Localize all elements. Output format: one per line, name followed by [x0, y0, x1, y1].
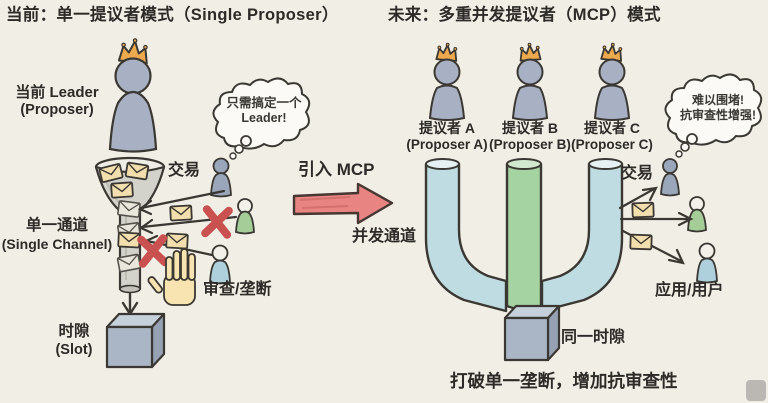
mcp-arrow-label: 引入 MCP: [298, 160, 375, 179]
proposer-b-label: 提议者 B (Proposer B): [489, 120, 571, 153]
slot-cube: [105, 312, 166, 369]
user-blue-left: [209, 244, 231, 285]
single-channel-label: 单一通道 (Single Channel): [1, 217, 113, 252]
tx-arrow-accepted: [137, 189, 226, 216]
envelope-icon: [116, 199, 142, 219]
stop-hand-icon: [147, 248, 196, 306]
bottom-caption: 打破单一垄断，增加抗审查性: [450, 371, 678, 391]
channel-arrow-2: [619, 211, 694, 227]
user-green-left: [235, 198, 255, 235]
funnel: [94, 156, 166, 294]
proposer-b-figure: [511, 41, 549, 121]
thought-right-text: 难以围堵! 抗审查性增强!: [680, 93, 756, 122]
slot-label-left: 时隙 (Slot): [55, 323, 93, 358]
thought-bubble-left: [212, 77, 311, 160]
thought-left-text: 只需搞定一个 Leader!: [226, 96, 302, 126]
envelope-icon: [631, 201, 655, 219]
proposer-c-figure: [593, 41, 631, 121]
concurrent-channel-label: 并发通道: [352, 228, 417, 245]
mcp-transition-arrow: [292, 182, 394, 225]
proposer-a-label: 提议者 A (Proposer A): [406, 120, 488, 153]
tx-label-right: 交易: [621, 165, 654, 182]
envelope-icon: [117, 231, 141, 249]
users-label: 应用/用户: [655, 282, 724, 299]
concurrent-channels-trident: [424, 158, 624, 313]
user-gray-left: [210, 157, 232, 198]
envelope-icon: [165, 232, 189, 250]
envelope-icon: [110, 181, 134, 199]
leader-label-cn: 当前 Leader: [15, 84, 99, 101]
envelope-icon: [629, 233, 653, 251]
left-title: 当前：单一提议者模式（Single Proposer）: [6, 6, 339, 24]
envelope-icon: [124, 161, 150, 181]
leader-figure: [108, 36, 158, 153]
censor-label: 审查/垄断: [203, 281, 272, 298]
thought-bubble-right: [664, 73, 763, 158]
tx-label-left: 交易: [168, 162, 201, 179]
user-blue-right: [696, 242, 718, 284]
channel-arrow-1: [618, 186, 658, 210]
shared-slot-label: 同一时隙: [561, 329, 626, 346]
censor-x-icon: [205, 209, 229, 234]
leader-label: 当前 Leader (Proposer): [9, 84, 105, 120]
envelope-icon: [116, 253, 142, 273]
envelope-icon: [169, 204, 193, 222]
proposer-a-figure: [428, 41, 466, 121]
shared-slot-cube: [503, 304, 561, 362]
proposer-c-label: 提议者 C (Proposer C): [571, 120, 653, 153]
user-gray-right: [660, 158, 680, 197]
right-title: 未来：多重并发提议者（MCP）模式: [388, 6, 661, 24]
leader-label-en: (Proposer): [20, 102, 94, 119]
corner-artifact: [746, 380, 766, 401]
user-green-right: [687, 196, 707, 233]
funnel-to-slot-arrow: [121, 292, 139, 317]
